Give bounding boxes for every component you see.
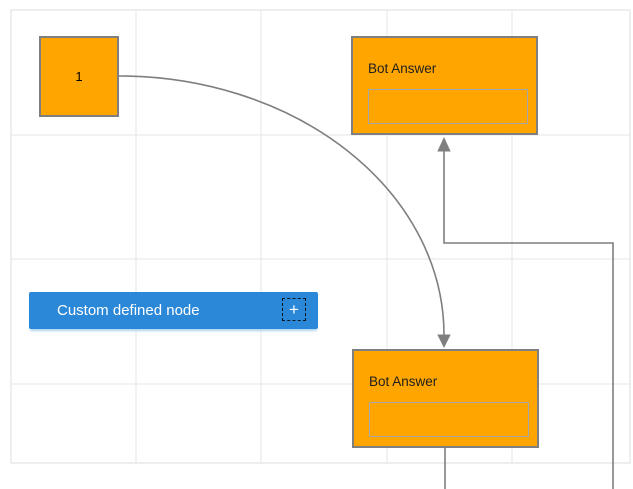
connector-curve-path[interactable] [118,75,445,336]
add-node-button[interactable]: + [282,298,306,321]
plus-icon: + [289,300,299,319]
node-start-label: 1 [75,69,83,84]
node-title: Bot Answer [369,374,438,389]
connector-orthogonal[interactable] [437,137,614,489]
page-boundary [10,9,631,464]
bot-answer-field[interactable] [368,89,528,124]
node-custom-defined[interactable]: Custom defined node + [29,292,318,329]
node-bot-answer-bottom[interactable]: Bot Answer [352,349,539,448]
node-start[interactable]: 1 [39,36,119,117]
node-title: Bot Answer [368,61,437,76]
connector-orthogonal-path[interactable] [443,151,614,489]
node-bot-answer-top[interactable]: Bot Answer [351,36,538,135]
bot-answer-field[interactable] [369,402,529,437]
arrowhead-up-icon [437,137,451,152]
connector-curve[interactable] [118,75,451,348]
node-custom-label: Custom defined node [57,302,200,319]
arrowhead-down-icon [437,334,451,348]
